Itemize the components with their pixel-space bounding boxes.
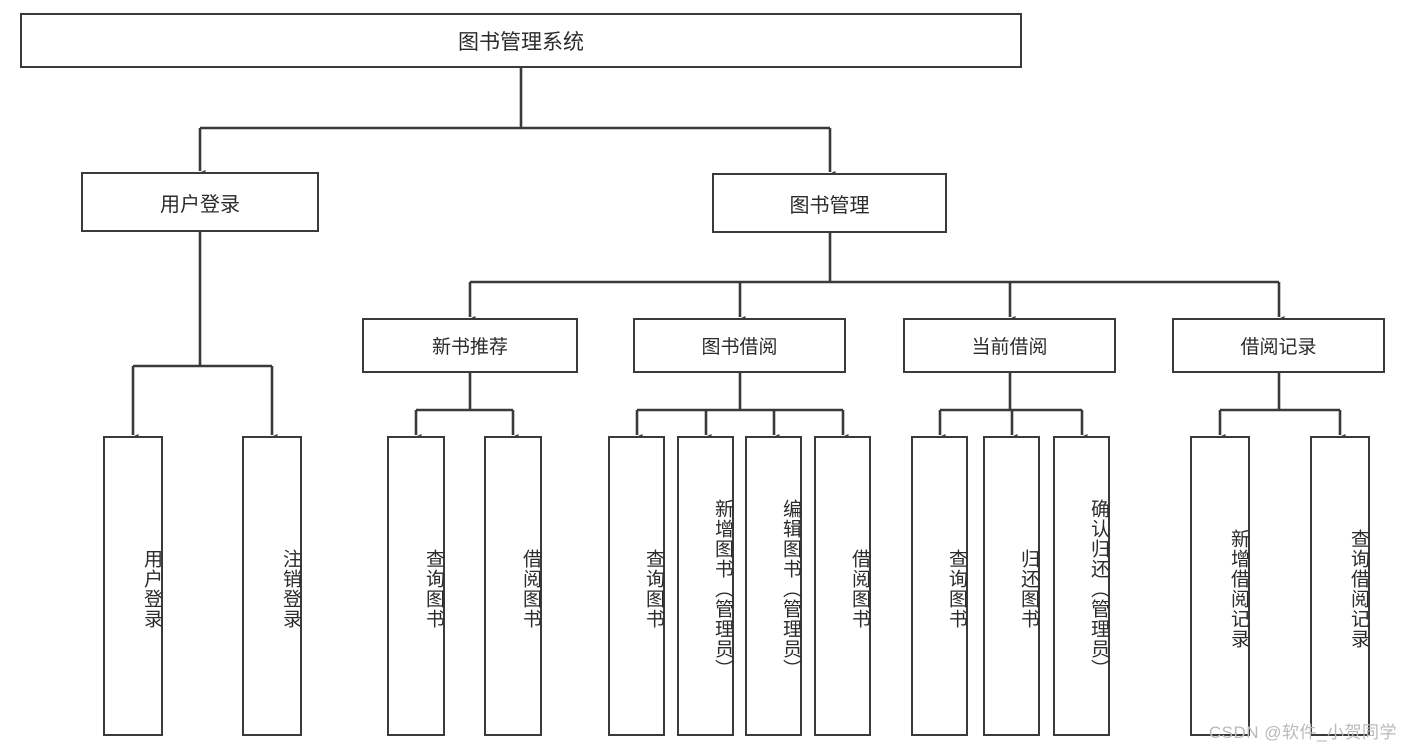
node-root[interactable]: 图书管理系统 bbox=[20, 13, 1022, 68]
node-leaf-add-book[interactable]: 新增图书（管理员） bbox=[677, 436, 734, 736]
node-new-book-recommend[interactable]: 新书推荐 bbox=[362, 318, 578, 373]
node-leaf-user-login[interactable]: 用户登录 bbox=[103, 436, 163, 736]
node-book-manage[interactable]: 图书管理 bbox=[712, 173, 947, 233]
node-leaf-borrow-book-2[interactable]: 借阅图书 bbox=[814, 436, 871, 736]
node-leaf-query-borrow-record[interactable]: 查询借阅记录 bbox=[1310, 436, 1370, 736]
node-book-borrow[interactable]: 图书借阅 bbox=[633, 318, 846, 373]
node-borrow-record[interactable]: 借阅记录 bbox=[1172, 318, 1385, 373]
node-leaf-borrow-book-1[interactable]: 借阅图书 bbox=[484, 436, 542, 736]
node-user-login[interactable]: 用户登录 bbox=[81, 172, 319, 232]
node-leaf-query-book-3[interactable]: 查询图书 bbox=[911, 436, 968, 736]
node-leaf-return-book[interactable]: 归还图书 bbox=[983, 436, 1040, 736]
node-leaf-query-book-2[interactable]: 查询图书 bbox=[608, 436, 665, 736]
node-leaf-edit-book[interactable]: 编辑图书（管理员） bbox=[745, 436, 802, 736]
node-leaf-user-logout[interactable]: 注销登录 bbox=[242, 436, 302, 736]
node-leaf-confirm-return[interactable]: 确认归还（管理员） bbox=[1053, 436, 1110, 736]
node-current-borrow[interactable]: 当前借阅 bbox=[903, 318, 1116, 373]
node-leaf-query-book-1[interactable]: 查询图书 bbox=[387, 436, 445, 736]
watermark: CSDN @软件_小贺同学 bbox=[1208, 723, 1397, 742]
node-leaf-add-borrow-record[interactable]: 新增借阅记录 bbox=[1190, 436, 1250, 736]
